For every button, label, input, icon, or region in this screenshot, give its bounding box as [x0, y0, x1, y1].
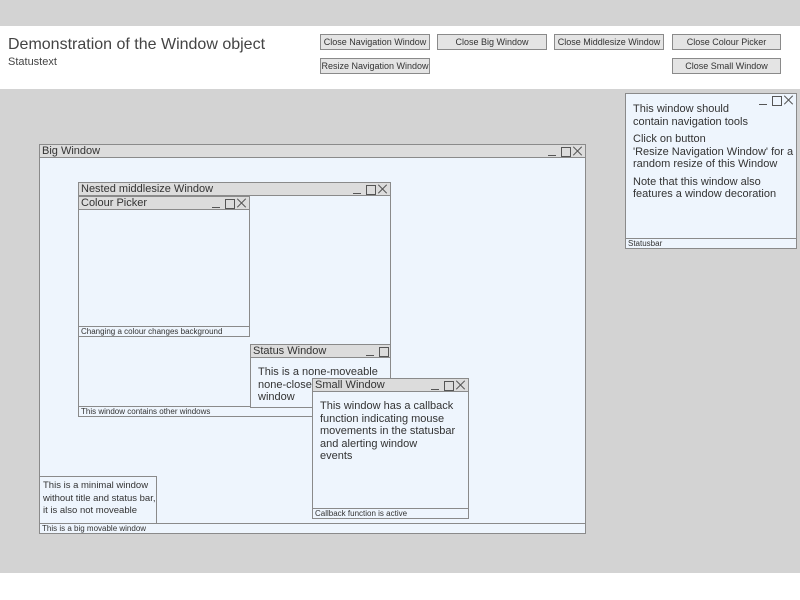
minimize-icon[interactable]	[365, 346, 375, 357]
small-text-line: movements in the statusbar	[320, 425, 456, 437]
minimal-text-line: without title and status bar,	[43, 492, 156, 504]
maximize-icon[interactable]	[378, 346, 389, 357]
navigation-window-content: This window should contain navigation to…	[633, 103, 793, 201]
middlesize-window-title: Nested middlesize Window	[81, 183, 214, 195]
status-window-titlebar: Status Window	[251, 345, 390, 358]
navigation-text-line: features a window decoration	[633, 188, 777, 200]
close-icon[interactable]	[237, 198, 247, 209]
close-big-window-button[interactable]: Close Big Window	[437, 34, 547, 50]
page-statustext: Statustext	[8, 56, 57, 68]
colour-picker-titlebar[interactable]: Colour Picker	[79, 197, 249, 210]
status-window-controls	[365, 346, 389, 357]
middlesize-window-statusbar: This window contains other windows	[79, 406, 390, 416]
navigation-text-line: Note that this window also	[633, 175, 761, 188]
minimal-text-line: This is a minimal window	[43, 480, 149, 491]
bottom-strip	[0, 573, 800, 600]
status-text-line: window	[258, 391, 295, 403]
top-strip	[0, 0, 800, 26]
page-title: Demonstration of the Window object	[8, 36, 266, 53]
small-text-line: and alerting window	[320, 437, 418, 450]
minimal-text-line: it is also not moveable	[43, 505, 137, 516]
navigation-text-line: Click on button	[633, 133, 706, 145]
big-window-titlebar[interactable]: Big Window	[40, 145, 585, 158]
minimal-window-content: This is a minimal window without title a…	[43, 480, 155, 518]
close-icon[interactable]	[456, 380, 466, 391]
status-window-title: Status Window	[253, 345, 327, 357]
close-middlesize-window-button[interactable]: Close Middlesize Window	[554, 34, 664, 50]
navigation-text-line: contain navigation tools	[633, 115, 748, 128]
close-icon[interactable]	[573, 146, 583, 157]
maximize-icon[interactable]	[771, 95, 782, 106]
small-window-statusbar: Callback function is active	[313, 508, 468, 518]
resize-navigation-window-button[interactable]: Resize Navigation Window	[320, 58, 430, 74]
navigation-text-line: 'Resize Navigation Window' for a	[633, 145, 794, 158]
navigation-text-line: random resize of this Window	[633, 158, 778, 170]
minimize-icon[interactable]	[430, 380, 440, 391]
close-navigation-window-button[interactable]: Close Navigation Window	[320, 34, 430, 50]
minimize-icon[interactable]	[211, 198, 221, 209]
minimize-icon[interactable]	[547, 146, 557, 157]
navigation-statusbar: Statusbar	[626, 238, 796, 248]
colour-picker-title: Colour Picker	[81, 197, 148, 209]
small-text-line: function indicating mouse	[320, 412, 445, 425]
maximize-icon[interactable]	[560, 146, 571, 157]
small-window-title: Small Window	[315, 379, 385, 391]
close-small-window-button[interactable]: Close Small Window	[672, 58, 781, 74]
navigation-window[interactable]: This window should contain navigation to…	[625, 93, 797, 249]
maximize-icon[interactable]	[443, 380, 454, 391]
minimal-window: This is a minimal window without title a…	[39, 476, 157, 524]
close-icon[interactable]	[378, 184, 388, 195]
small-window[interactable]: Small Window This window has a callback …	[312, 378, 469, 519]
close-colour-picker-button[interactable]: Close Colour Picker	[672, 34, 781, 50]
navigation-text-line: This window should	[633, 103, 729, 115]
big-window-statusbar: This is a big movable window	[40, 523, 585, 533]
status-text-line: This is a none-moveable	[258, 366, 378, 378]
small-window-content: This window has a callback function indi…	[320, 400, 455, 463]
colour-picker-statusbar: Changing a colour changes background	[79, 326, 249, 336]
maximize-icon[interactable]	[365, 184, 376, 195]
small-window-controls	[430, 380, 466, 391]
small-text-line: This window has a callback	[320, 400, 454, 412]
maximize-icon[interactable]	[224, 198, 235, 209]
small-window-titlebar[interactable]: Small Window	[313, 379, 468, 392]
middlesize-window-controls	[352, 184, 388, 195]
big-window-controls	[547, 146, 583, 157]
big-window-title: Big Window	[42, 145, 101, 157]
middlesize-window-titlebar[interactable]: Nested middlesize Window	[79, 183, 390, 196]
colour-picker-window[interactable]: Colour Picker Changing a colour changes …	[78, 196, 250, 337]
minimize-icon[interactable]	[758, 95, 768, 106]
navigation-window-controls	[758, 95, 794, 106]
minimize-icon[interactable]	[352, 184, 362, 195]
small-text-line: events	[320, 450, 353, 462]
colour-picker-controls	[211, 198, 247, 209]
